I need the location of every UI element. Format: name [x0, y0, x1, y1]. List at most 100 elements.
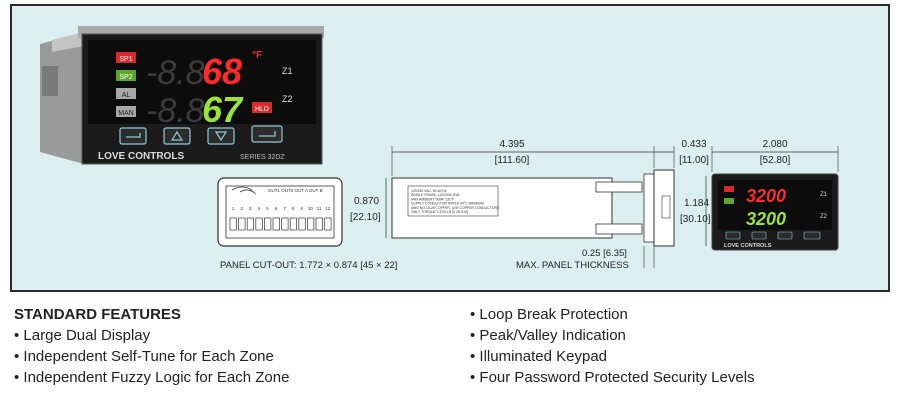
svg-text:AL: AL — [122, 92, 131, 99]
terminal-number: 2 — [240, 206, 243, 211]
controller-photo: SP1 SP2 AL MAN -8.8 -8.8 68 67 °F Z1 Z2 … — [40, 26, 324, 165]
front-view-drawing: 2.080 [52.80] 1.184 [30.10] 3200 3200 Z1… — [680, 139, 839, 251]
svg-text:[22.10]: [22.10] — [350, 212, 381, 223]
features-list-left: Large Dual Display Independent Self-Tune… — [14, 325, 289, 388]
front-top-value: 3200 — [746, 186, 786, 206]
feature-item: Independent Self-Tune for Each Zone — [14, 346, 289, 367]
indicator-man — [116, 106, 136, 117]
svg-text:0.433: 0.433 — [681, 139, 706, 150]
feature-item: Illuminated Keypad — [470, 346, 755, 367]
svg-text:MAX. PANEL THICKNESS: MAX. PANEL THICKNESS — [516, 260, 629, 271]
zone2-label: Z2 — [282, 94, 293, 104]
feature-item: Four Password Protected Security Levels — [470, 367, 754, 388]
terminal-screw — [281, 217, 289, 231]
top-dim-digits: -8.8 — [146, 54, 205, 92]
controller-housing — [40, 32, 84, 164]
svg-text:MAN: MAN — [118, 110, 134, 117]
product-figure: SP1 SP2 AL MAN -8.8 -8.8 68 67 °F Z1 Z2 … — [10, 4, 890, 292]
cycle-key[interactable] — [119, 127, 147, 145]
terminal-number: 1 — [232, 206, 235, 211]
rating-label-line: MAX AMBIENT TEMP 131°F — [411, 197, 454, 201]
svg-text:0.870: 0.870 — [354, 196, 379, 207]
front-enter-key[interactable] — [803, 231, 821, 240]
enter-icon — [259, 131, 276, 137]
terminal-number: 9 — [301, 206, 304, 211]
indicator-al — [116, 88, 136, 99]
terminal-screw — [264, 217, 272, 231]
standard-features-section: STANDARD FEATURES Large Dual Display Ind… — [0, 306, 900, 410]
svg-text:SP1: SP1 — [119, 56, 132, 63]
cycle-icon — [126, 133, 141, 138]
rating-label — [407, 185, 499, 217]
features-heading: STANDARD FEATURES — [14, 306, 181, 323]
terminal-screw — [307, 217, 315, 231]
feature-item: Large Dual Display — [14, 325, 289, 346]
terminal-screw — [289, 217, 298, 231]
terminal-screw — [272, 217, 280, 231]
svg-text:[52.80]: [52.80] — [760, 155, 791, 166]
indicator-hld — [252, 102, 272, 113]
controller-keypad — [119, 125, 283, 145]
features-list-right: Loop Break Protection Peak/Valley Indica… — [470, 304, 755, 388]
indicator-sp2 — [116, 70, 136, 81]
feature-item: Peak/Valley Indication — [470, 325, 755, 346]
rating-label-line: ONLY, TORQUE 2.5 IN-LB (0.28 N-M) — [411, 210, 468, 214]
terminal-number: 10 — [308, 206, 314, 211]
controller-brand: LOVE CONTROLS — [98, 151, 184, 162]
up-arrow-icon — [170, 130, 184, 141]
svg-text:[111.60]: [111.60] — [495, 155, 530, 166]
svg-text:LOVE CONTROLS: LOVE CONTROLS — [724, 243, 772, 249]
terminal-number: 7 — [283, 206, 286, 211]
front-cycle-key[interactable] — [725, 231, 741, 240]
terminal-number: 3 — [249, 206, 252, 211]
terminal-screw — [324, 217, 332, 231]
feature-item: Independent Fuzzy Logic for Each Zone — [14, 367, 289, 388]
unit-label: °F — [252, 50, 262, 61]
terminal-screw — [315, 217, 323, 231]
top-value-display: 68 — [202, 51, 242, 92]
rating-label-line: AWG NO.18-26 COPPER, USE COPPER CONDUCTO… — [411, 206, 500, 210]
front-bottom-value: 3200 — [746, 209, 786, 229]
rating-label-line: 120/240 VAC, 50-60 Hz — [411, 189, 447, 193]
bottom-dim-digits: -8.8 — [146, 92, 205, 130]
up-key[interactable] — [163, 127, 191, 145]
indicator-sp1 — [116, 52, 136, 63]
svg-text:OUT1 OUT2 OUT A OUT B: OUT1 OUT2 OUT A OUT B — [268, 188, 323, 193]
down-key[interactable] — [207, 127, 235, 145]
front-up-key[interactable] — [751, 231, 767, 240]
down-arrow-icon — [214, 131, 228, 142]
terminal-screw — [238, 217, 246, 231]
terminal-screw — [246, 217, 255, 231]
rating-label-line: SUPPLY CONDUCTOR RATED 60°C MINIMUM — [411, 202, 484, 206]
terminal-number: 4 — [258, 206, 261, 211]
cutout-label: PANEL CUT-OUT: 1.772 × 0.874 [45 × 22] — [220, 260, 397, 271]
front-down-key[interactable] — [777, 231, 793, 240]
feature-item: Loop Break Protection — [470, 304, 755, 325]
svg-text:SP2: SP2 — [119, 74, 132, 81]
svg-text:2.080: 2.080 — [762, 139, 787, 150]
terminal-number: 11 — [317, 206, 322, 211]
svg-text:HLD: HLD — [255, 106, 269, 113]
terminal-number: 8 — [292, 206, 295, 211]
terminal-screw — [298, 217, 306, 231]
zone1-label: Z1 — [282, 66, 293, 76]
terminal-number: 12 — [325, 206, 331, 211]
enter-key[interactable] — [251, 125, 283, 143]
svg-text:[30.10]: [30.10] — [680, 214, 711, 225]
svg-text:0.25 [6.35]: 0.25 [6.35] — [582, 248, 627, 259]
figure-canvas: SP1 SP2 AL MAN -8.8 -8.8 68 67 °F Z1 Z2 … — [40, 26, 839, 271]
terminal-number: 5 — [266, 206, 269, 211]
bottom-value-display: 67 — [202, 89, 244, 130]
rating-label-line: SINGLE PHASE, 120/240V 6VA — [411, 193, 460, 197]
svg-text:1.184: 1.184 — [684, 198, 709, 209]
svg-text:4.395: 4.395 — [499, 139, 524, 150]
svg-text:Z1: Z1 — [820, 192, 828, 198]
svg-text:[11.00]: [11.00] — [679, 155, 709, 166]
controller-series: SERIES 32DZ — [240, 154, 285, 161]
terminal-screw — [255, 217, 263, 231]
terminal-number: 6 — [275, 206, 278, 211]
terminal-screw — [229, 217, 237, 231]
